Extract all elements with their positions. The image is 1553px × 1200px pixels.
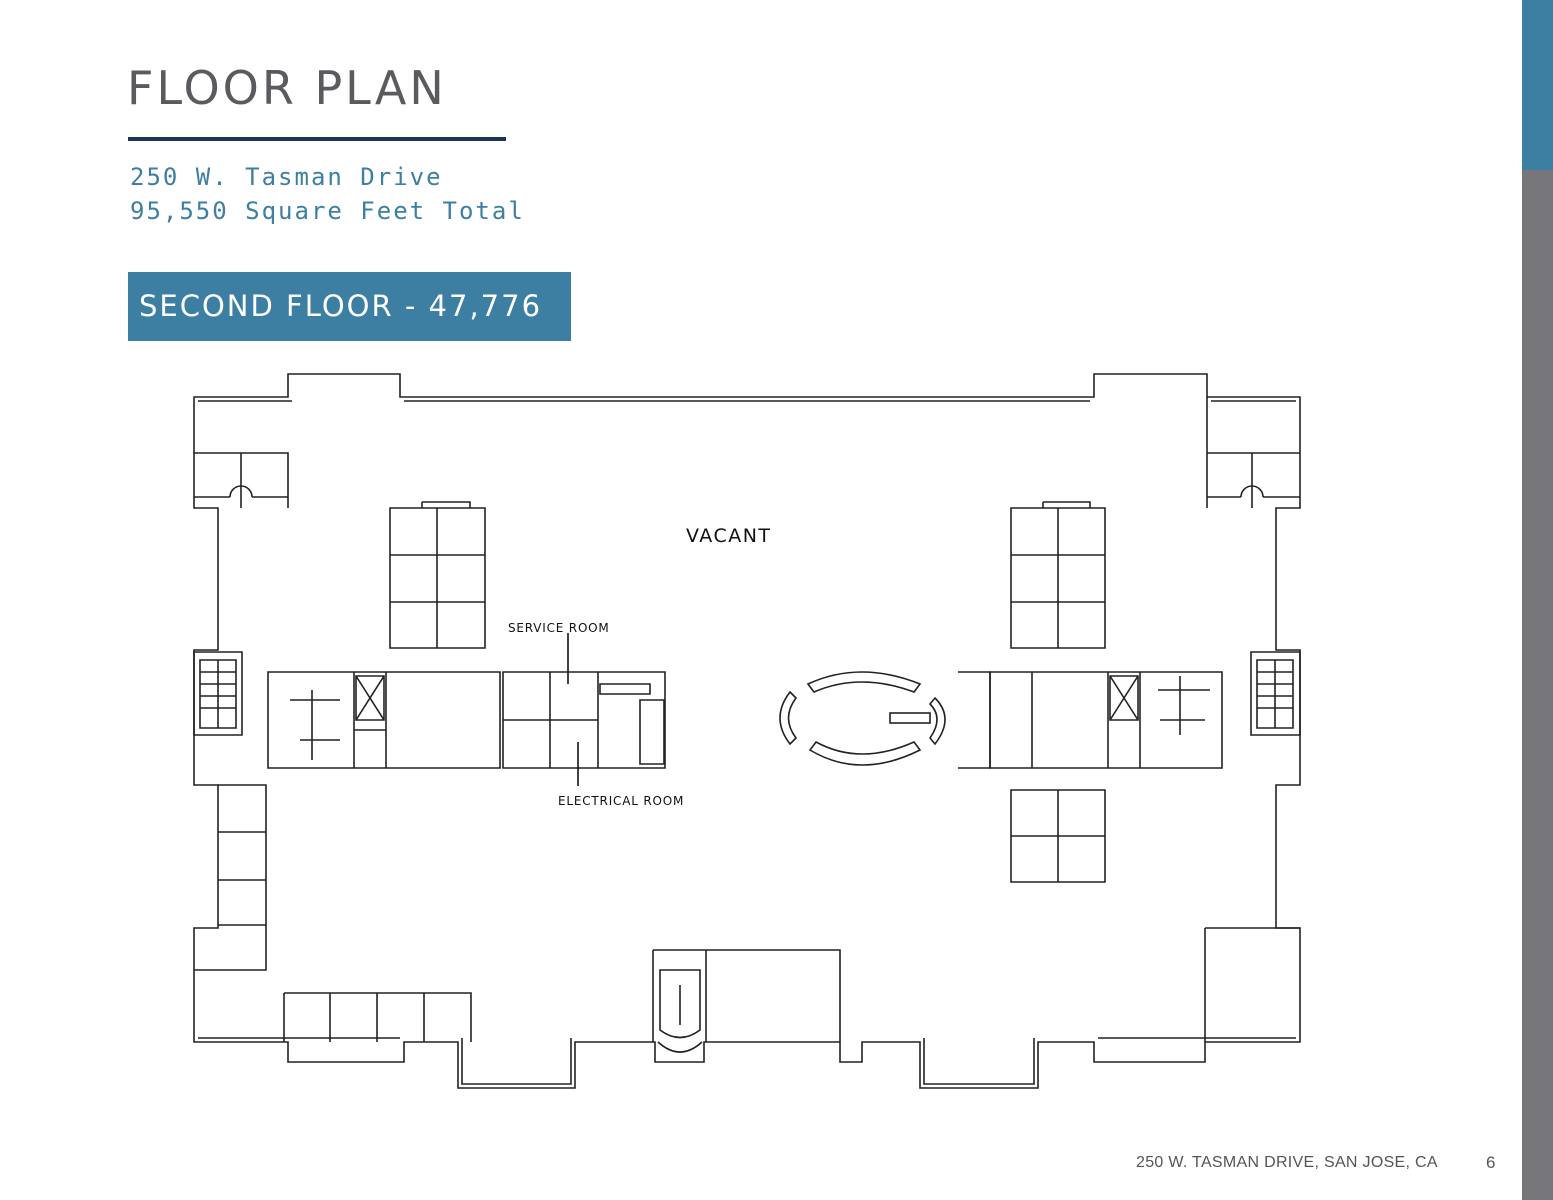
core-left-service-rooms [502,671,666,769]
office-block-right-upper [1010,507,1106,649]
electrical-room-label: ELECTRICAL ROOM [558,794,684,808]
stair-right [1250,651,1301,736]
reception-desk-upper [806,671,922,693]
side-accent-bar-gray [1522,170,1553,1200]
room-bottom-right [1204,927,1300,1042]
office-row-bottom-left [283,992,472,1042]
page-title: FLOOR PLAN [127,61,447,115]
side-accent-bar-blue [1522,0,1553,170]
core-right-restrooms [989,671,1223,769]
service-room-label: SERVICE ROOM [508,621,610,635]
core-left-restrooms [267,671,501,769]
footer-address: 250 W. TASMAN DRIVE, SAN JOSE, CA [1136,1154,1438,1171]
floor-label-badge: SECOND FLOOR - 47,776 SF [128,272,571,392]
building-address: 250 W. Tasman Drive [130,163,443,191]
reception-arc-right [928,696,946,746]
office-block-left-upper [389,507,486,649]
stair-left [193,651,243,736]
vacant-label: VACANT [686,525,772,547]
office-column-left [194,784,267,971]
stair-core-bottom [652,949,841,1042]
office-block-right-lower [1010,789,1106,883]
total-square-footage: 95,550 Square Feet Total [130,197,525,225]
page-number: 6 [1486,1153,1496,1172]
title-underline [128,137,506,141]
exterior-wall [193,373,1301,1089]
office-cluster-top-right [1206,397,1300,508]
reception-table [889,712,931,724]
office-cluster-top-left [194,452,289,508]
reception-arc-left [779,690,798,746]
reception-desk-lower [808,740,922,766]
